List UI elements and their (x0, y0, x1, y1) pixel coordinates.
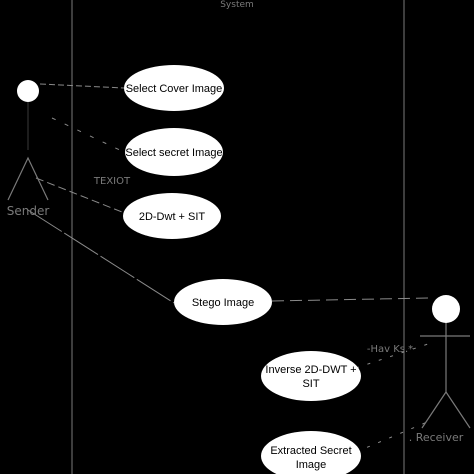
assoc-stego-receiver (271, 297, 431, 302)
use-case-select-secret: Select secret Image (125, 128, 223, 176)
use-case-label-line1: Inverse 2D-DWT + (265, 364, 356, 376)
sender-tag: TEXIOT (93, 176, 131, 187)
assoc-sender-dwt (35, 177, 123, 213)
use-case-label: Stego Image (192, 297, 254, 309)
use-case-stego: Stego Image (174, 279, 272, 325)
assoc-extracted-receiver (355, 419, 433, 453)
receiver-legs (421, 390, 471, 429)
use-case-label-line2: SIT (302, 378, 319, 390)
assoc-inverse-receiver (355, 343, 429, 369)
assoc-sender-stego (27, 209, 175, 304)
use-case-label: Select secret Image (125, 147, 222, 159)
use-case-inverse-dwt: Inverse 2D-DWT + SIT (261, 351, 361, 401)
sender-label: Sender (7, 204, 50, 218)
sender-legs (7, 156, 49, 201)
use-case-label-line2: Image (296, 459, 327, 471)
receiver-tag: -Hav Ks.* (367, 344, 413, 355)
use-case-extracted-secret: Extracted Secret Image (261, 431, 361, 474)
use-case-label-line1: Extracted Secret (270, 445, 351, 457)
use-case-select-cover: Select Cover Image (124, 65, 224, 111)
use-case-label: 2D-Dwt + SIT (139, 211, 206, 223)
assoc-sender-select-cover (39, 83, 125, 89)
assoc-sender-select-secret (51, 117, 125, 153)
system-boundary: System (71, 0, 405, 474)
system-title: System (220, 0, 254, 10)
use-case-dwt-sit: 2D-Dwt + SIT (123, 193, 221, 239)
receiver-label: . Receiver (409, 431, 464, 444)
receiver-head (432, 295, 460, 323)
associations (27, 83, 433, 453)
receiver-actor: . Receiver -Hav Ks.* (367, 295, 471, 444)
sender-head (17, 80, 39, 102)
use-case-label: Select Cover Image (126, 83, 223, 95)
sender-actor: Sender TEXIOT (7, 80, 131, 218)
